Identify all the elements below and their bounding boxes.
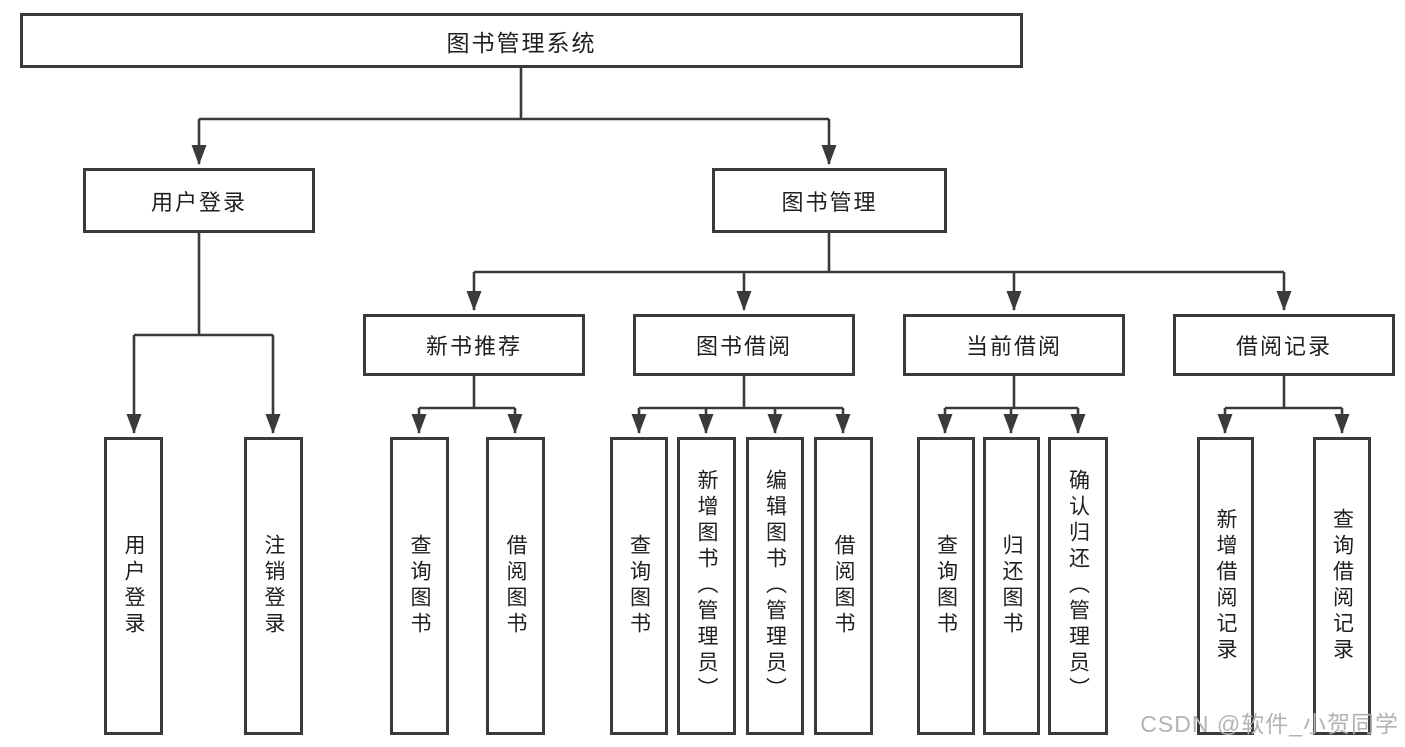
node-borrow-query-books: 查询图书 (610, 437, 668, 735)
node-query-borrow-record: 查询借阅记录 (1313, 437, 1371, 735)
node-root: 图书管理系统 (20, 13, 1023, 68)
node-book-borrow-label: 图书借阅 (695, 334, 792, 359)
node-current-query-books: 查询图书 (917, 437, 975, 735)
node-borrow-records: 借阅记录 (1173, 314, 1395, 376)
node-logout-leaf-label: 注销登录 (262, 534, 285, 638)
node-return-books: 归还图书 (983, 437, 1040, 735)
node-root-label: 图书管理系统 (446, 29, 597, 56)
node-confirm-return-admin: 确认归还（管理员） (1048, 437, 1108, 735)
node-book-management: 图书管理 (712, 168, 947, 233)
node-user-login-leaf-label: 用户登录 (122, 534, 145, 638)
node-add-book-admin: 新增图书（管理员） (677, 437, 736, 735)
node-borrow-borrow-books: 借阅图书 (814, 437, 873, 735)
node-book-borrow: 图书借阅 (633, 314, 855, 376)
csdn-watermark: CSDN @软件_小贺同学 (1140, 711, 1399, 737)
node-logout-leaf: 注销登录 (244, 437, 303, 735)
node-query-borrow-record-label: 查询借阅记录 (1330, 508, 1354, 664)
node-user-login-leaf: 用户登录 (104, 437, 163, 735)
node-borrow-query-books-label: 查询图书 (627, 534, 651, 638)
node-newbook-query-books-label: 查询图书 (408, 534, 431, 638)
node-newbook-borrow-books: 借阅图书 (486, 437, 545, 735)
node-book-management-label: 图书管理 (781, 189, 878, 215)
node-user-login-label: 用户登录 (150, 189, 247, 215)
node-user-login: 用户登录 (83, 168, 315, 233)
node-return-books-label: 归还图书 (1000, 534, 1023, 638)
node-confirm-return-admin-label: 确认归还（管理员） (1066, 469, 1090, 703)
node-newbook-borrow-books-label: 借阅图书 (504, 534, 527, 638)
node-edit-book-admin: 编辑图书（管理员） (746, 437, 804, 735)
node-borrow-records-label: 借阅记录 (1235, 334, 1332, 359)
node-edit-book-admin-label: 编辑图书（管理员） (763, 469, 787, 703)
node-new-book-recommend-label: 新书推荐 (425, 334, 522, 359)
node-add-book-admin-label: 新增图书（管理员） (695, 469, 718, 703)
node-current-borrow: 当前借阅 (903, 314, 1125, 376)
node-new-book-recommend: 新书推荐 (363, 314, 585, 376)
node-add-borrow-record: 新增借阅记录 (1197, 437, 1254, 735)
node-newbook-query-books: 查询图书 (390, 437, 449, 735)
node-current-borrow-label: 当前借阅 (965, 334, 1062, 359)
node-add-borrow-record-label: 新增借阅记录 (1214, 508, 1237, 664)
node-current-query-books-label: 查询图书 (934, 534, 958, 638)
node-borrow-borrow-books-label: 借阅图书 (832, 534, 855, 638)
